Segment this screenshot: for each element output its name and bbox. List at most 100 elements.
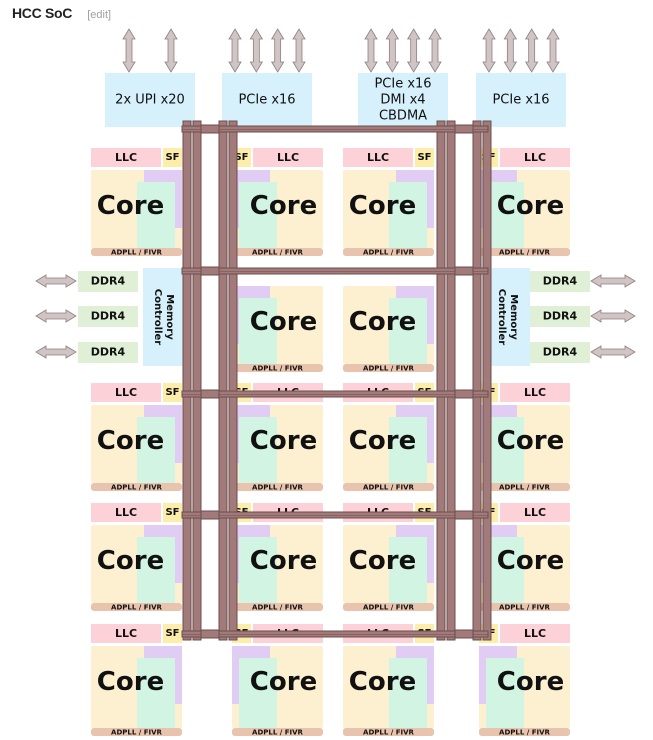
l1-cache-block	[486, 658, 524, 728]
io-block-label: 2x UPI x20	[115, 93, 185, 108]
io-block-label: DMI x4	[380, 93, 425, 108]
adpll-fivr-strip	[343, 728, 434, 736]
sf-label: SF	[417, 152, 431, 163]
llc-slice	[343, 148, 413, 167]
memory-controller-label: MemoryController	[152, 289, 175, 346]
adpll-label: ADPLL / FIVR	[252, 365, 304, 373]
mesh-horizontal-seam	[182, 515, 488, 516]
io-block	[476, 73, 566, 127]
section-header: HCC SoC [edit]	[12, 3, 111, 21]
mesh-stop	[454, 389, 474, 399]
adpll-label: ADPLL / FIVR	[252, 729, 304, 737]
ddr4-channel	[78, 306, 138, 327]
adpll-label: ADPLL / FIVR	[111, 604, 163, 612]
core-label: Core	[250, 426, 317, 456]
mesh-vertical-link	[218, 120, 228, 641]
llc-slice	[91, 624, 161, 643]
core-label: Core	[97, 191, 164, 221]
mesh-stop	[200, 389, 220, 399]
adpll-label: ADPLL / FIVR	[111, 484, 163, 492]
adpll-fivr-strip	[343, 483, 434, 491]
adpll-fivr-strip	[91, 728, 182, 736]
l1-cache-block	[389, 658, 427, 728]
snoop-filter	[163, 148, 182, 167]
mesh-horizontal-seam	[182, 129, 488, 130]
l1-cache-block	[486, 537, 524, 603]
ddr4-channel	[78, 342, 138, 363]
io-block-label: CBDMA	[379, 109, 427, 124]
ddr4-channel	[530, 306, 590, 327]
sf-label: SF	[165, 387, 179, 398]
ddr-arrow	[590, 309, 636, 323]
io-block-pcie-left: PCIe x16	[222, 28, 312, 127]
mesh-vertical-link	[182, 120, 192, 641]
l1-cache-block	[486, 417, 524, 483]
llc-label: LLC	[524, 506, 546, 519]
core-label: Core	[97, 426, 164, 456]
io-block	[358, 73, 448, 127]
l1-cache-block	[239, 417, 277, 483]
llc-slice	[500, 148, 570, 167]
adpll-fivr-strip	[479, 483, 570, 491]
memory-controller	[143, 268, 186, 366]
ddr-arrow	[35, 274, 77, 288]
io-arrow	[524, 28, 539, 73]
adpll-fivr-strip	[91, 603, 182, 611]
llc-label: LLC	[277, 151, 299, 164]
adpll-label: ADPLL / FIVR	[252, 484, 304, 492]
memory-controller	[487, 268, 530, 366]
llc-label: LLC	[524, 386, 546, 399]
llc-label: LLC	[524, 151, 546, 164]
core-label: Core	[250, 307, 317, 337]
adpll-fivr-strip	[91, 248, 182, 256]
mesh-vertical-link	[228, 120, 238, 641]
ddr4-label: DDR4	[543, 275, 578, 288]
ddr4-label: DDR4	[91, 275, 126, 288]
llc-slice	[91, 503, 161, 522]
llc-label: LLC	[524, 627, 546, 640]
ddr4-label: DDR4	[543, 310, 578, 323]
llc-label: LLC	[115, 506, 137, 519]
ddr4-label: DDR4	[91, 310, 126, 323]
io-arrow	[406, 28, 421, 73]
io-block-upi: 2x UPI x20	[105, 28, 195, 127]
llc-slice	[500, 383, 570, 402]
core-label: Core	[97, 546, 164, 576]
core-label: Core	[497, 667, 564, 697]
llc-slice	[91, 148, 161, 167]
core-label: Core	[349, 307, 416, 337]
io-block-pcie-right: PCIe x16	[476, 28, 566, 127]
mesh-stop	[200, 629, 220, 639]
ddr4-channel	[530, 342, 590, 363]
mesh-stop	[454, 510, 474, 520]
mesh-interconnect	[181, 120, 492, 641]
edit-link[interactable]: [edit]	[87, 9, 112, 21]
mesh-vertical-link	[446, 120, 456, 641]
io-arrow	[546, 28, 560, 73]
l1-cache-block	[239, 658, 277, 728]
adpll-label: ADPLL / FIVR	[363, 249, 415, 257]
llc-slice	[500, 624, 570, 643]
io-arrow	[292, 28, 306, 73]
ddr-arrow	[35, 309, 77, 323]
ddr4-channel	[78, 271, 138, 292]
snoop-filter	[163, 503, 182, 522]
io-block	[105, 73, 195, 127]
adpll-fivr-strip	[232, 603, 323, 611]
section-title: HCC SoC	[12, 5, 73, 21]
llc-label: LLC	[367, 151, 389, 164]
adpll-fivr-strip	[232, 728, 323, 736]
adpll-fivr-strip	[479, 603, 570, 611]
mesh-horizontal-seam	[182, 634, 488, 635]
